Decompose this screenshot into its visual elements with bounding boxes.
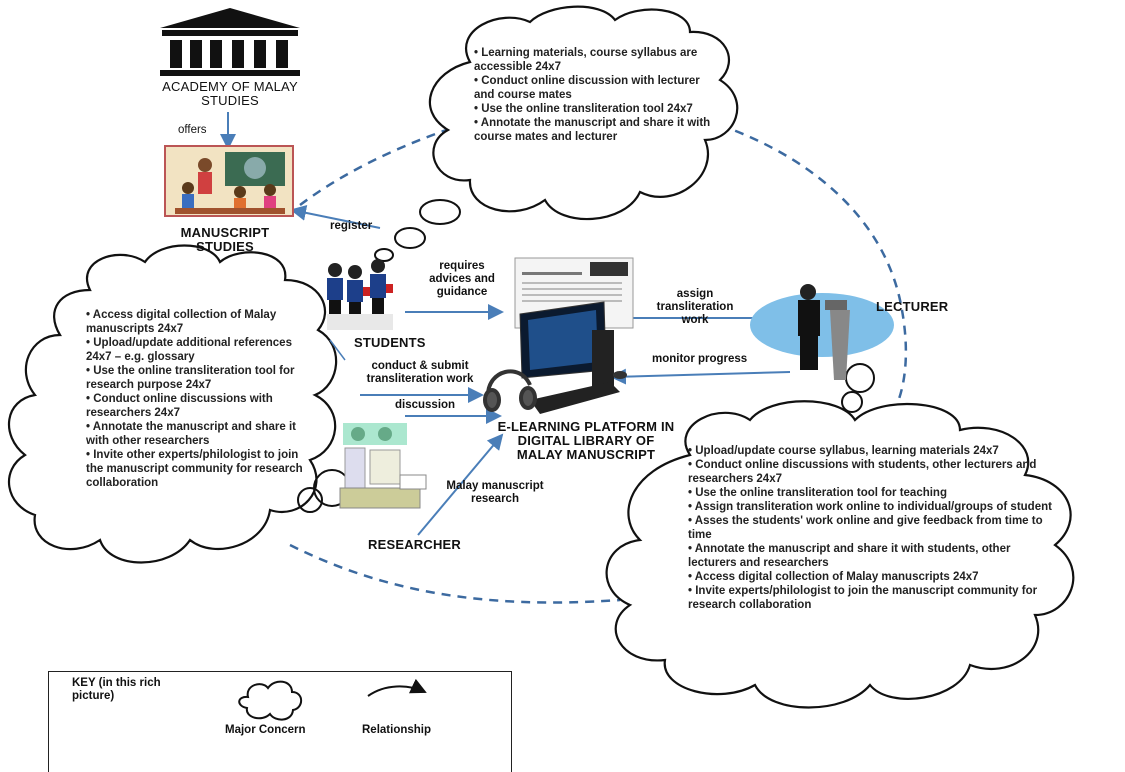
lecturer-concern-item: Annotate the manuscript and share it wit… [688,542,1053,570]
offers-label: offers [178,124,207,136]
computer-icon [519,301,627,414]
dashed-community-loop-right [704,118,908,442]
lecturer-concern-item: Conduct online discussions with students… [688,458,1053,486]
lecturer-concern-item: Assign transliteration work online to in… [688,500,1053,514]
students-icon [327,259,393,330]
students-label: STUDENTS [354,335,426,350]
lecturer-concern-item: Access digital collection of Malay manus… [688,570,1053,584]
dashed-community-loop-bottom [289,543,621,604]
arrow-students-cloud [329,339,346,361]
lecturer-concern-item: Use the online transliteration tool for … [688,486,1053,500]
key-relationship-arrow [367,678,427,697]
students-concern-item: Conduct online discussion with lecturer … [474,74,719,102]
lecturer-concerns-list: Upload/update course syllabus, learning … [688,444,1053,612]
researcher-label: RESEARCHER [368,537,462,552]
assign-label: assign transliteration work [656,288,734,326]
arrow-research [417,433,504,536]
platform-label: E-LEARNING PLATFORM IN DIGITAL LIBRARY O… [497,419,675,462]
column-building-icon [160,8,300,76]
researcher-concern-item: Invite other experts/philologist to join… [86,448,308,490]
researcher-concern-item: Use the online transliteration tool for … [86,364,308,392]
research-label: Malay manuscript research [446,480,544,505]
thought-bubbles [374,199,461,262]
register-label: register [330,220,373,232]
researcher-concerns-list: Access digital collection of Malay manus… [86,308,308,490]
lecturer-podium-icon [750,284,894,380]
conduct-label: conduct & submit transliteration work [366,360,474,385]
key-concern-label: Major Concern [225,724,306,736]
key-legend-box [48,671,512,772]
academy-label: ACADEMY OF MALAY STUDIES [162,79,298,108]
lecturer-bubbles [841,363,875,413]
manuscript-studies-label: MANUSCRIPT STUDIES [180,225,270,254]
requires-label: requires advices and guidance [429,260,495,298]
arrow-monitor [610,368,791,385]
classroom-icon [164,145,294,217]
students-concern-item: Learning materials, course syllabus are … [474,46,719,74]
researcher-concern-item: Upload/update additional references 24x7… [86,336,308,364]
students-concern-item: Annotate the manuscript and share it wit… [474,116,719,144]
lecturer-concern-item: Invite experts/philologist to join the m… [688,584,1053,612]
lecturer-concern-item: Asses the students' work online and give… [688,514,1053,542]
key-title: KEY (in this rich picture) [72,677,161,702]
discussion-label: discussion [395,399,456,411]
students-concerns-list: Learning materials, course syllabus are … [474,46,719,144]
researcher-concern-item: Access digital collection of Malay manus… [86,308,308,336]
lecturer-label: LECTURER [876,299,949,314]
arrow-register [290,204,381,229]
researcher-icon [339,423,427,509]
researcher-concern-item: Conduct online discussions with research… [86,392,308,420]
key-cloud-icon [238,680,303,721]
students-concern-item: Use the online transliteration tool 24x7 [474,102,719,116]
headphones-icon [483,369,537,412]
monitor-label: monitor progress [652,353,748,365]
researcher-concern-item: Annotate the manuscript and share it wit… [86,420,308,448]
lecturer-concern-item: Upload/update course syllabus, learning … [688,444,1053,458]
key-relationship-label: Relationship [362,724,432,736]
